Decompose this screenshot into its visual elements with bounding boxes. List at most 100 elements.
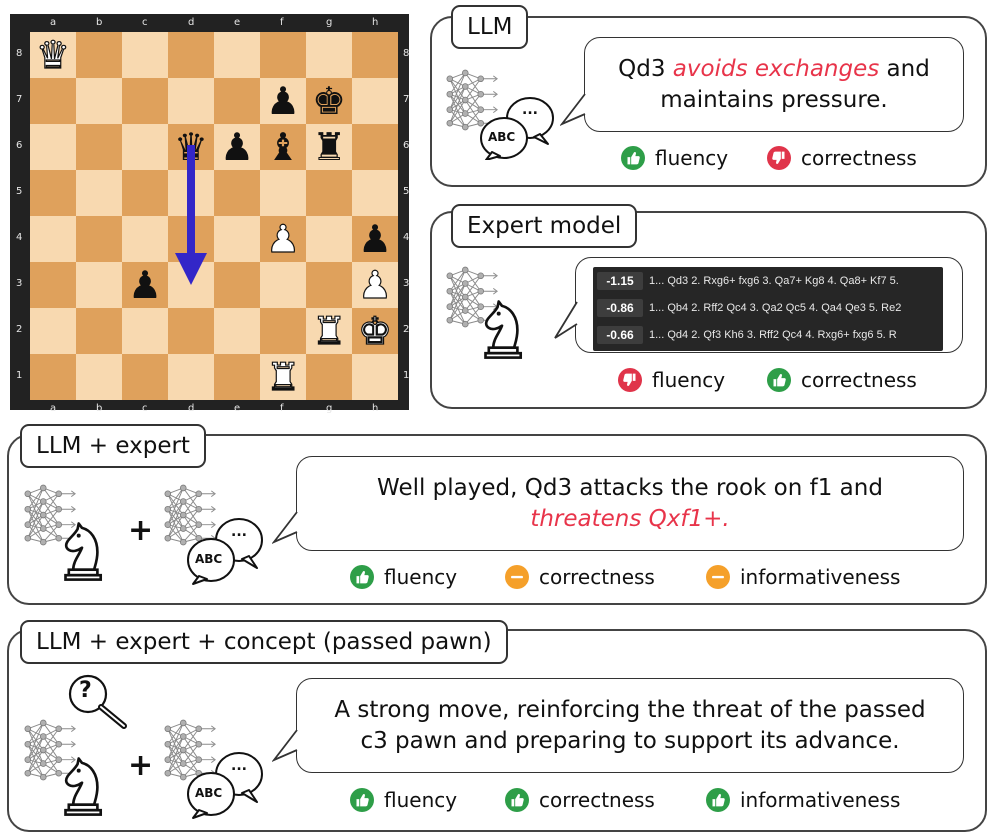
square-c2[interactable]: [122, 308, 168, 354]
square-b1[interactable]: [76, 354, 122, 400]
square-b6[interactable]: [76, 124, 122, 170]
square-b8[interactable]: [76, 32, 122, 78]
square-b3[interactable]: [76, 262, 122, 308]
square-f8[interactable]: [260, 32, 306, 78]
square-h4[interactable]: [352, 216, 398, 262]
rank-label: 4: [16, 232, 23, 243]
knight-icon: [60, 520, 104, 582]
thumbs-up-icon: [706, 788, 730, 812]
square-a7[interactable]: [30, 78, 76, 124]
square-h2[interactable]: [352, 308, 398, 354]
square-b4[interactable]: [76, 216, 122, 262]
square-h8[interactable]: [352, 32, 398, 78]
square-f6[interactable]: [260, 124, 306, 170]
square-c5[interactable]: [122, 170, 168, 216]
square-d1[interactable]: [168, 354, 214, 400]
square-d5[interactable]: [168, 170, 214, 216]
piece-white-g2[interactable]: ♜: [311, 308, 347, 353]
rank-label: 6: [403, 140, 410, 151]
square-f4[interactable]: [260, 216, 306, 262]
square-h6[interactable]: [352, 124, 398, 170]
square-g7[interactable]: [306, 78, 352, 124]
square-h7[interactable]: [352, 78, 398, 124]
piece-black-h4[interactable]: ♟: [357, 217, 393, 261]
square-f2[interactable]: [260, 308, 306, 354]
piece-black-g7[interactable]: ♚: [311, 79, 347, 123]
square-e8[interactable]: [214, 32, 260, 78]
file-label: c: [142, 403, 148, 414]
square-f1[interactable]: [260, 354, 306, 400]
square-e3[interactable]: [214, 262, 260, 308]
file-label: b: [96, 403, 103, 414]
square-d4[interactable]: [168, 216, 214, 262]
file-label: d: [188, 403, 195, 414]
square-e6[interactable]: [214, 124, 260, 170]
square-d7[interactable]: [168, 78, 214, 124]
piece-black-f6[interactable]: ♝: [265, 125, 301, 169]
square-c1[interactable]: [122, 354, 168, 400]
rating-label: fluency: [384, 788, 458, 812]
speech-dots: ...: [231, 758, 247, 774]
file-label: d: [188, 17, 195, 28]
piece-black-e6[interactable]: ♟: [219, 125, 255, 169]
engine-moves: 1... Qd3 2. Rxg6+ fxg6 3. Qa7+ Kg8 4. Qa…: [649, 275, 899, 287]
square-c4[interactable]: [122, 216, 168, 262]
piece-black-f7[interactable]: ♟: [265, 79, 301, 123]
square-g5[interactable]: [306, 170, 352, 216]
speech-dots: ...: [231, 524, 247, 540]
piece-white-h3[interactable]: ♟: [357, 262, 393, 307]
square-d2[interactable]: [168, 308, 214, 354]
rank-label: 1: [403, 370, 410, 381]
square-a5[interactable]: [30, 170, 76, 216]
neutral-icon: [706, 565, 730, 589]
square-d3[interactable]: [168, 262, 214, 308]
square-g6[interactable]: [306, 124, 352, 170]
square-e1[interactable]: [214, 354, 260, 400]
square-h5[interactable]: [352, 170, 398, 216]
square-a3[interactable]: [30, 262, 76, 308]
llm-expert-tag-label: LLM + expert: [36, 433, 190, 459]
square-g8[interactable]: [306, 32, 352, 78]
square-g3[interactable]: [306, 262, 352, 308]
square-e5[interactable]: [214, 170, 260, 216]
square-e4[interactable]: [214, 216, 260, 262]
square-c6[interactable]: [122, 124, 168, 170]
square-h1[interactable]: [352, 354, 398, 400]
square-f3[interactable]: [260, 262, 306, 308]
square-f7[interactable]: [260, 78, 306, 124]
square-g2[interactable]: [306, 308, 352, 354]
piece-white-h2[interactable]: ♚: [357, 308, 393, 353]
square-c7[interactable]: [122, 78, 168, 124]
piece-black-g6[interactable]: ♜: [311, 125, 347, 169]
square-c8[interactable]: [122, 32, 168, 78]
square-b2[interactable]: [76, 308, 122, 354]
square-f5[interactable]: [260, 170, 306, 216]
square-g1[interactable]: [306, 354, 352, 400]
llm-tag-label: LLM: [467, 14, 513, 40]
file-label: c: [142, 17, 148, 28]
piece-white-f1[interactable]: ♜: [265, 354, 301, 399]
square-e7[interactable]: [214, 78, 260, 124]
file-label: g: [326, 403, 333, 414]
square-a4[interactable]: [30, 216, 76, 262]
square-g4[interactable]: [306, 216, 352, 262]
rank-label: 7: [403, 94, 410, 105]
piece-black-c3[interactable]: ♟: [127, 263, 163, 307]
speech-abc: ABC: [195, 786, 223, 800]
piece-black-d6[interactable]: ♛: [173, 125, 209, 169]
concept-speech-bubble: A strong move, reinforcing the threat of…: [296, 678, 964, 773]
square-a8[interactable]: [30, 32, 76, 78]
square-c3[interactable]: [122, 262, 168, 308]
llm-bubble-highlight: avoids exchanges: [672, 55, 880, 82]
square-d8[interactable]: [168, 32, 214, 78]
square-a2[interactable]: [30, 308, 76, 354]
square-a1[interactable]: [30, 354, 76, 400]
neutral-icon: [505, 565, 529, 589]
square-a6[interactable]: [30, 124, 76, 170]
square-b7[interactable]: [76, 78, 122, 124]
square-b5[interactable]: [76, 170, 122, 216]
piece-white-f4[interactable]: ♟: [265, 216, 301, 261]
piece-white-a8[interactable]: ♛: [35, 32, 71, 77]
square-h3[interactable]: [352, 262, 398, 308]
square-e2[interactable]: [214, 308, 260, 354]
